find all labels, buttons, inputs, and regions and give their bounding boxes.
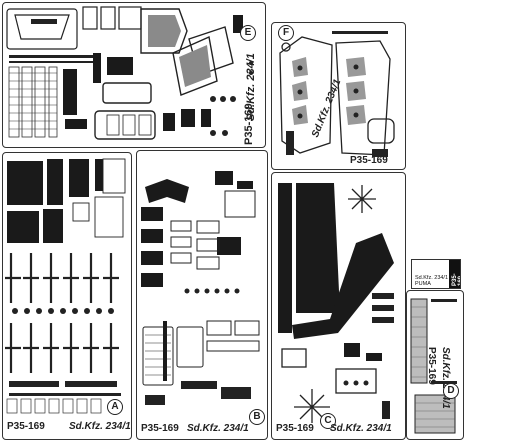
fret-e-parts	[6, 6, 253, 140]
fret-b-code: P35-169	[141, 423, 179, 434]
fret-c-parts	[278, 183, 394, 423]
fret-d-model: Sd.Kfz. 234/1	[440, 347, 451, 409]
fret-c-code: P35-169	[276, 423, 314, 434]
fret-f-code: P35-169	[350, 155, 388, 166]
fret-b-letter: B	[249, 409, 265, 425]
fret-c-model: Sd.Kfz. 234/1	[330, 423, 392, 434]
fret-d-parts	[410, 298, 457, 434]
fret-d-letter: D	[443, 383, 459, 399]
fret-e: Sd.Kfz. 234/1 P35-169 E	[2, 2, 266, 148]
tag-bar	[449, 260, 460, 288]
fret-d: P35-169 Sd.Kfz. 234/1 D	[406, 290, 464, 440]
fret-b-parts	[141, 171, 260, 405]
fret-c: C P35-169 Sd.Kfz. 234/1	[271, 172, 406, 440]
fret-f-letter: F	[278, 25, 294, 41]
fret-a-code: P35-169	[7, 421, 45, 432]
tag-text: Sd.Kfz. 234/1 PUMA	[415, 275, 449, 287]
small-label-tag: P35-169 Sd.Kfz. 234/1 PUMA	[411, 259, 461, 289]
fret-c-letter: C	[320, 413, 336, 429]
fret-b-model: Sd.Kfz. 234/1	[187, 423, 249, 434]
fret-f: F Sd.Kfz. 234/1 P35-169	[271, 22, 406, 170]
fret-a-letter: A	[107, 399, 123, 415]
fret-f-parts	[279, 31, 395, 157]
fret-a-model: Sd.Kfz. 234/1	[69, 421, 131, 432]
fret-e-letter: E	[240, 25, 256, 41]
fret-b: B P35-169 Sd.Kfz. 234/1	[136, 150, 268, 440]
fret-a: A P35-169 Sd.Kfz. 234/1	[2, 152, 132, 440]
fret-d-code: P35-169	[426, 347, 437, 385]
fret-e-code: P35-169	[243, 103, 255, 145]
fret-a-parts	[5, 158, 126, 414]
